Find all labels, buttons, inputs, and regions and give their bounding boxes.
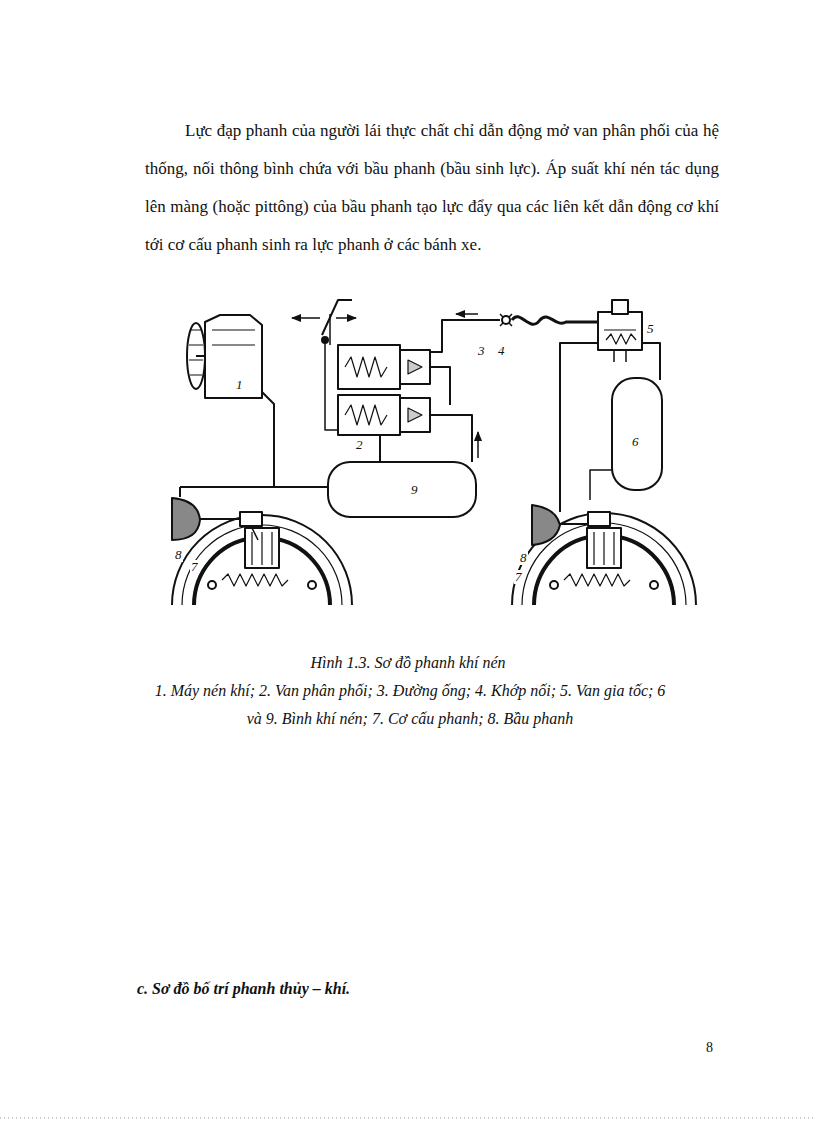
relay-valve: [598, 300, 642, 362]
motion-arrow: [336, 317, 356, 319]
pipe: [179, 487, 181, 497]
distribution-valve: [322, 300, 430, 435]
callout-number: 7: [190, 560, 199, 574]
flow-arrow: [477, 432, 479, 458]
pipe: [430, 415, 472, 462]
callout-number: 1: [235, 378, 244, 392]
brake-mechanism: [512, 505, 696, 605]
callout-number: 6: [631, 435, 640, 449]
callout-number: 8: [174, 548, 183, 562]
hose: [512, 317, 598, 325]
page-number: 8: [706, 1040, 713, 1056]
air-tank: [612, 378, 662, 490]
flow-arrow: [456, 313, 478, 315]
callout-number: 3: [477, 344, 486, 358]
page-edge: [0, 1118, 816, 1119]
callout-number: 7: [514, 570, 523, 584]
motion-arrow: [292, 317, 320, 319]
pipe: [379, 435, 381, 462]
coupling: [500, 314, 512, 326]
callout-number: 8: [519, 551, 528, 565]
pipe: [180, 486, 274, 488]
pipe: [642, 343, 660, 380]
coupling: [502, 316, 510, 324]
section-heading: c. Sơ đồ bố trí phanh thủy – khí.: [137, 980, 350, 998]
figure-caption: Hình 1.3. Sơ đồ phanh khí nén: [0, 649, 816, 677]
pipe: [590, 470, 612, 500]
callout-number: 9: [410, 483, 419, 497]
callout-number: 2: [355, 438, 364, 452]
parts-list: 1. Máy nén khí; 2. Van phân phối; 3. Đườ…: [150, 677, 670, 733]
brake-mechanism: [172, 498, 352, 605]
pipe: [262, 392, 328, 487]
pipe: [430, 367, 450, 405]
air-tank: [328, 462, 476, 517]
callout-number: 5: [646, 322, 655, 336]
compressor: [187, 315, 262, 398]
pipe: [560, 343, 598, 512]
callout-number: 4: [497, 344, 506, 358]
body-paragraph: Lực đạp phanh của người lái thực chất ch…: [145, 112, 719, 264]
pipe: [430, 320, 500, 352]
